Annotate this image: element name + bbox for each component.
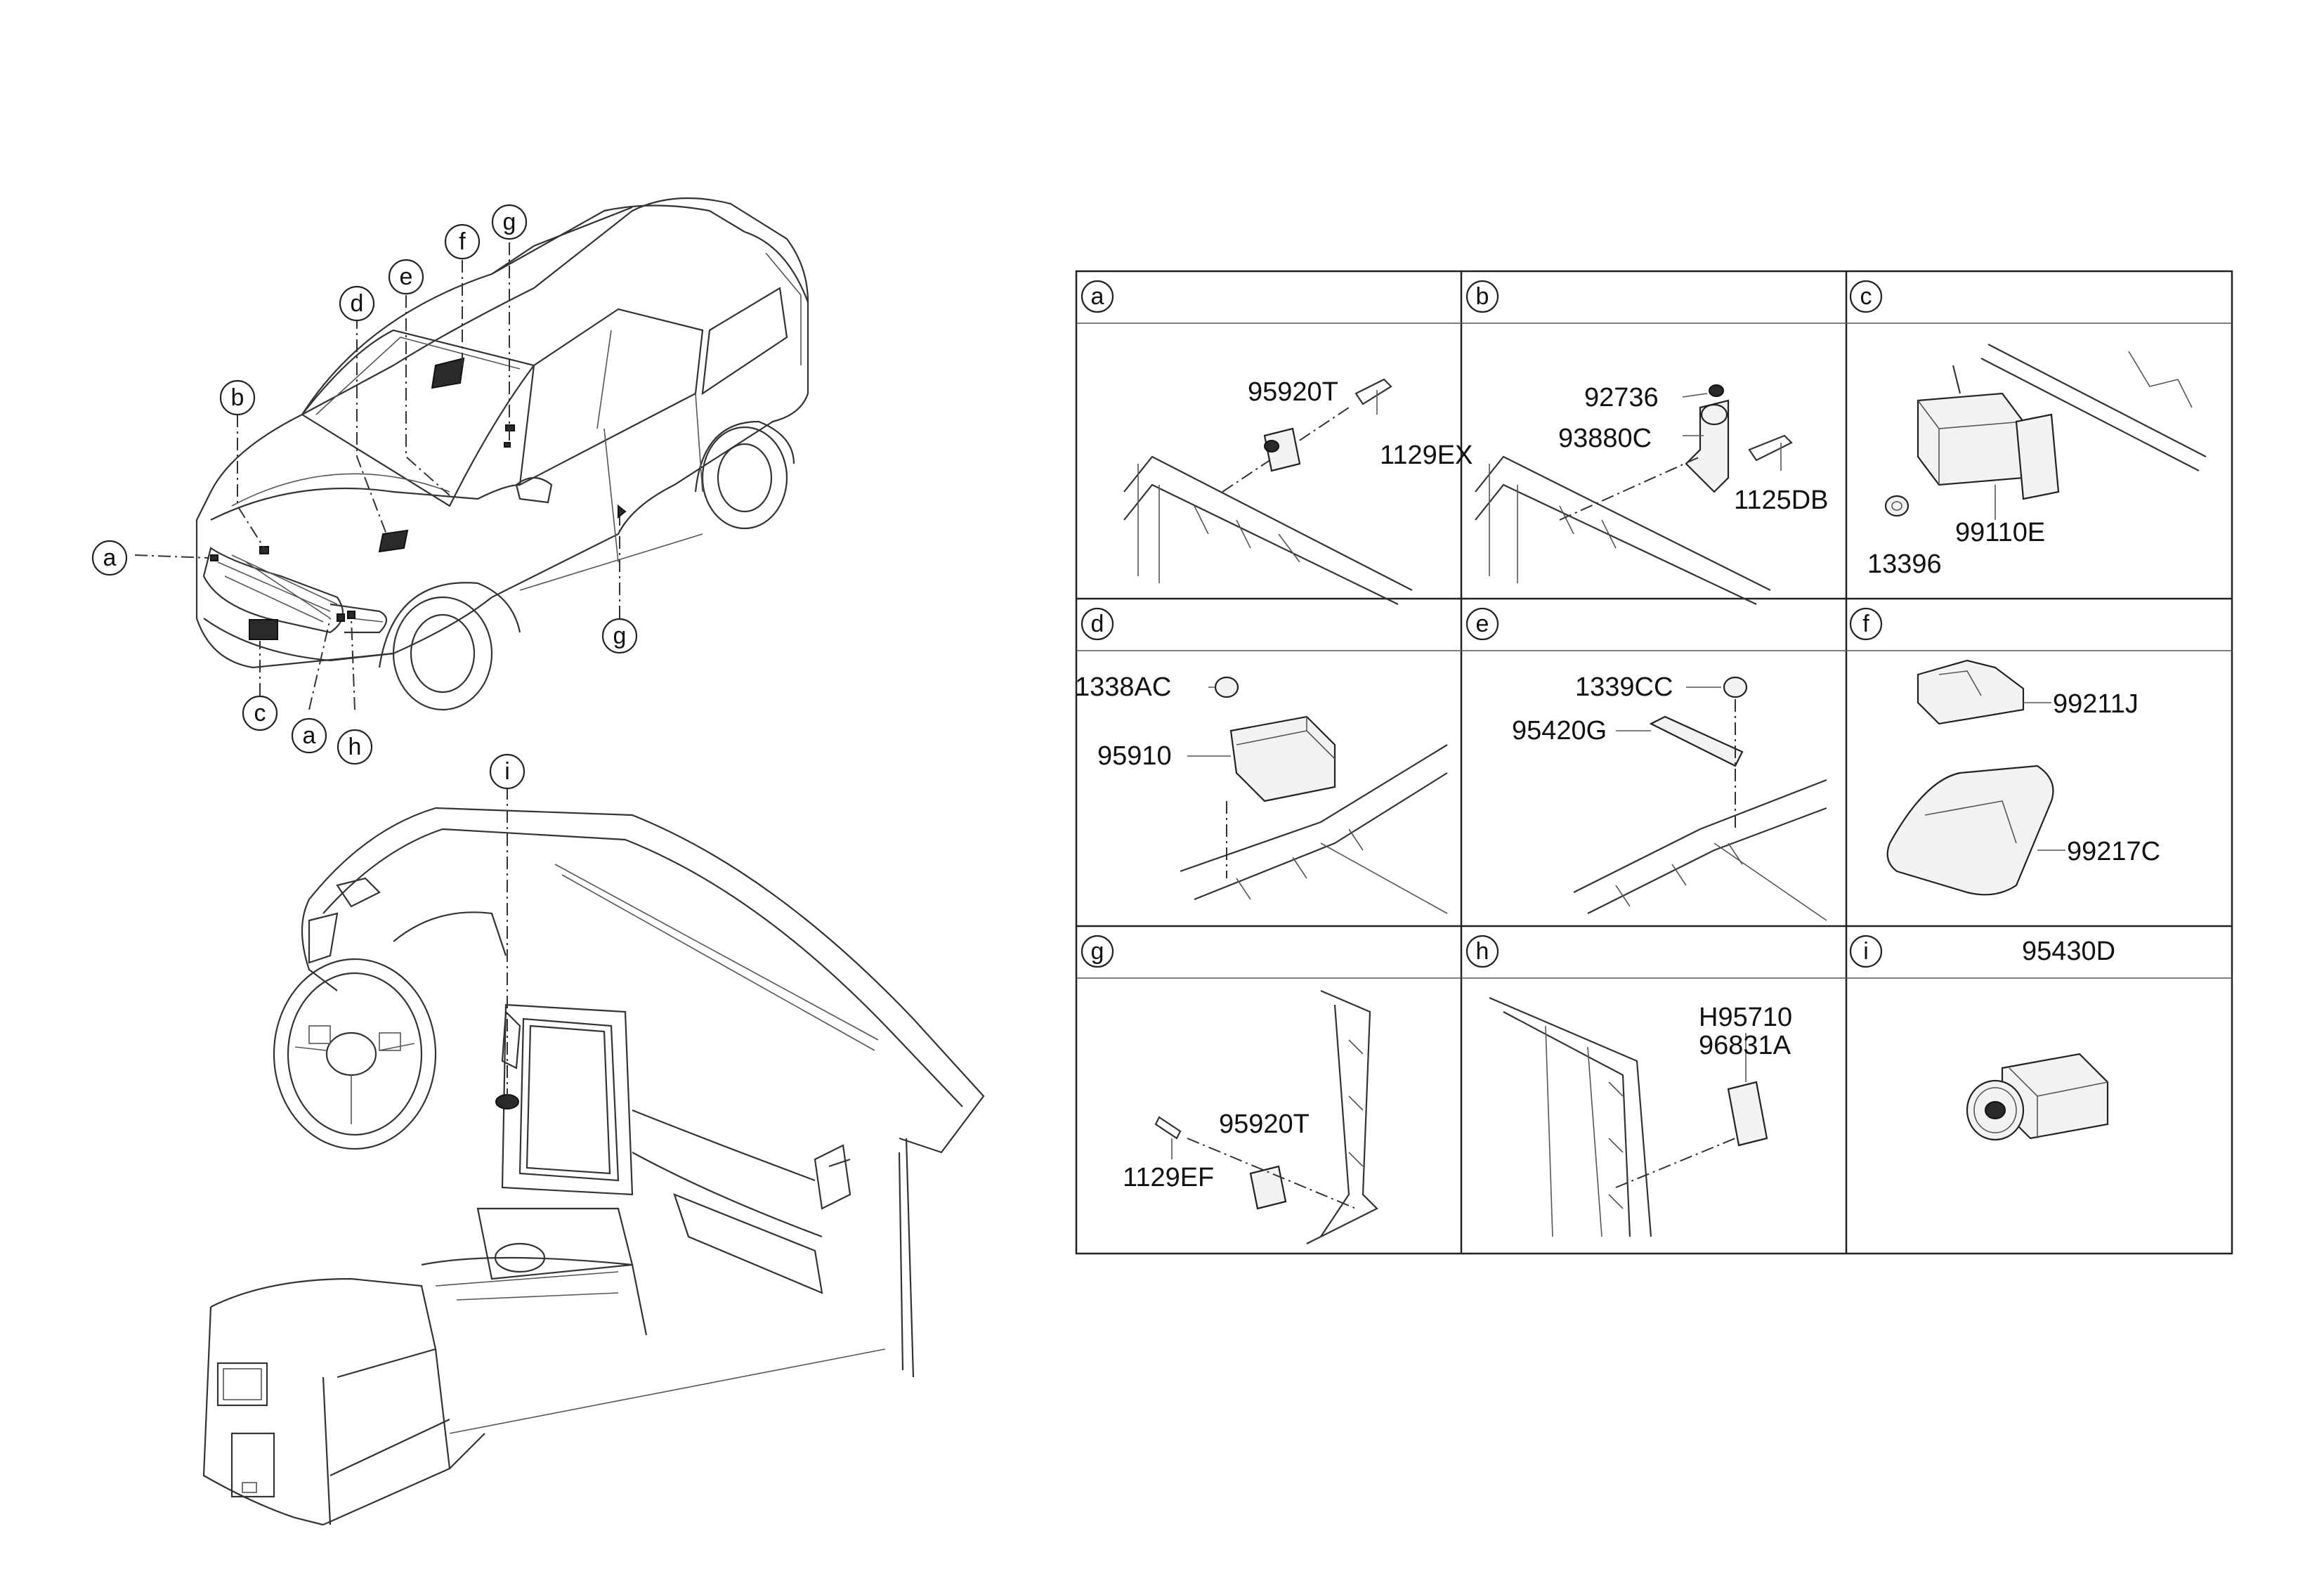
vehicle-callout-a: a (91, 540, 128, 576)
callout-letter: g (503, 209, 516, 235)
part-number: 1125DB (1734, 486, 1829, 515)
callout-letter: g (613, 623, 627, 649)
part-number: 95920T (1248, 377, 1338, 407)
vehicle-callout-g-top: g (491, 204, 528, 240)
part-number: 1129EX (1380, 441, 1473, 470)
vehicle-callout-a-lower: a (291, 717, 327, 754)
part-number: 96831A (1699, 1031, 1791, 1060)
part-number: 95920T (1219, 1109, 1310, 1139)
callout-letter: f (459, 228, 466, 255)
vehicle-callout-c: c (242, 695, 278, 731)
panel-letter: a (1091, 283, 1104, 310)
part-number: 1338AC (1075, 672, 1171, 702)
panel-letter: c (1860, 283, 1872, 310)
part-number: 95910 (1097, 741, 1172, 771)
part-number: 99110E (1955, 518, 2045, 547)
panel-letter: f (1862, 611, 1869, 637)
panel-d: d 1338AC 95910 (1075, 607, 1448, 914)
part-number: 1339CC (1575, 672, 1673, 702)
dashboard-callout-i: i (489, 753, 525, 790)
panel-letter: g (1091, 938, 1104, 965)
callout-letter: h (348, 734, 362, 760)
panel-e: e 1339CC 95420G (1465, 607, 1827, 921)
vehicle-callout-e: e (388, 259, 424, 295)
vehicle-illustration (134, 197, 809, 711)
part-number: 13396 (1867, 549, 1942, 579)
vehicle-callout-h: h (337, 729, 373, 765)
panel-c: c 99110E 13396 (1849, 280, 2207, 579)
panel-a: a 95920T 1129EX (1081, 280, 1473, 605)
panel-f: f 99211J 99217C (1849, 607, 2160, 896)
vehicle-callout-g-side: g (601, 618, 638, 654)
callout-letter: d (351, 290, 364, 317)
dashboard-illustration (202, 787, 985, 1526)
callout-letter: a (103, 545, 117, 571)
part-number: 99217C (2067, 837, 2160, 866)
part-number: 99211J (2053, 689, 2139, 719)
panel-b: b 92736 93880C 1125DB (1465, 280, 1829, 605)
vehicle-callout-d: d (339, 285, 375, 322)
part-number: 95430D (2022, 937, 2115, 966)
part-number: 92736 (1584, 383, 1659, 412)
callout-letter: a (303, 722, 316, 749)
part-number: 93880C (1558, 424, 1652, 453)
panel-letter: h (1476, 938, 1489, 965)
callout-letter: e (400, 263, 413, 290)
panel-letter: b (1476, 283, 1489, 310)
panel-grid (1075, 270, 2233, 1255)
panel-i: i 95430D (1849, 935, 2115, 1141)
part-number: 95420G (1512, 716, 1607, 746)
panel-g: g 95920T 1129EF (1081, 935, 1378, 1244)
part-number: 1129EF (1123, 1163, 1214, 1192)
panel-letter: i (1863, 938, 1869, 965)
part-number: H95710 (1699, 1003, 1792, 1032)
panel-letter: e (1476, 611, 1489, 637)
callout-letter: i (504, 758, 510, 785)
panel-h: h H95710 96831A (1465, 935, 1792, 1237)
panel-letter: d (1091, 611, 1104, 637)
vehicle-callout-f: f (444, 223, 481, 260)
callout-letter: b (231, 384, 244, 411)
vehicle-callout-b: b (219, 379, 256, 416)
callout-letter: c (254, 700, 266, 727)
